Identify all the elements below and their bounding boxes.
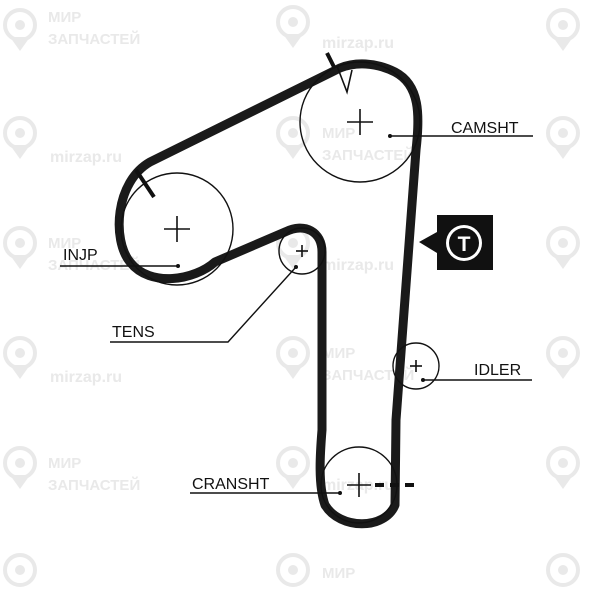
watermark-logo-icon — [276, 446, 310, 489]
watermark-brand-line1: МИР — [48, 235, 81, 252]
tensioner-badge-letter: T — [458, 233, 471, 256]
watermark-brand-line1: МИР — [322, 125, 355, 142]
watermark-logo-icon — [546, 116, 580, 159]
watermark-brand-line1: МИР — [322, 345, 355, 362]
watermark-layer: МИР ЗАПЧАСТЕЙ mirzap.ru mirzap.ru МИР ЗА… — [3, 5, 580, 587]
watermark-site: mirzap.ru — [50, 369, 122, 386]
crankshaft-label: CRANSHT — [192, 476, 270, 493]
watermark-logo-icon — [3, 116, 37, 159]
watermark-logo-icon — [546, 446, 580, 489]
watermark-logo-icon — [3, 553, 37, 587]
watermark-logo-icon — [3, 336, 37, 379]
leader-lines — [60, 134, 533, 495]
idler-pulley — [392, 342, 440, 390]
watermark-brand-line1: МИР — [48, 455, 81, 472]
tensioner-pulley — [278, 227, 326, 275]
injection-pump-label: INJP — [63, 247, 98, 264]
watermark-site: mirzap.ru — [50, 149, 122, 166]
watermark-brand-line1: МИР — [322, 565, 355, 582]
watermark-logo-icon — [546, 8, 580, 51]
watermark-logo-icon — [3, 8, 37, 51]
injection-pump-timing-mark-icon — [134, 168, 156, 199]
camshaft-label: CAMSHT — [451, 120, 519, 137]
idler-label: IDLER — [474, 362, 521, 379]
watermark-brand-line2: ЗАПЧАСТЕЙ — [322, 146, 414, 164]
timing-belt — [114, 59, 423, 529]
watermark-site: mirzap.ru — [322, 257, 394, 274]
watermark-logo-icon — [546, 336, 580, 379]
tensioner-label: TENS — [112, 324, 155, 341]
watermark-brand-line2: ЗАПЧАСТЕЙ — [48, 256, 140, 274]
watermark-logo-icon — [276, 116, 310, 159]
camshaft-pulley — [299, 61, 421, 183]
watermark-logo-icon — [3, 446, 37, 489]
watermark-logo-icon — [276, 336, 310, 379]
crankshaft-pulley — [320, 446, 415, 524]
camshaft-timing-mark-tick-icon — [325, 52, 336, 68]
injection-pump-pulley — [120, 172, 234, 286]
watermark-brand-line1: МИР — [48, 9, 81, 26]
watermark-logo-icon — [3, 226, 37, 269]
watermark-brand-line2: ЗАПЧАСТЕЙ — [322, 366, 414, 384]
camshaft-timing-mark-icon — [336, 65, 353, 95]
watermark-brand-line2: ЗАПЧАСТЕЙ — [48, 476, 140, 494]
watermark-logo-icon — [276, 553, 310, 587]
watermark-site: mirzap.ru — [322, 35, 394, 52]
watermark-logo-icon — [276, 5, 310, 48]
tensioner-badge: T — [419, 215, 493, 270]
watermark-brand-line2: ЗАПЧАСТЕЙ — [48, 30, 140, 48]
watermark-logo-icon — [546, 553, 580, 587]
watermark-logo-icon — [546, 226, 580, 269]
